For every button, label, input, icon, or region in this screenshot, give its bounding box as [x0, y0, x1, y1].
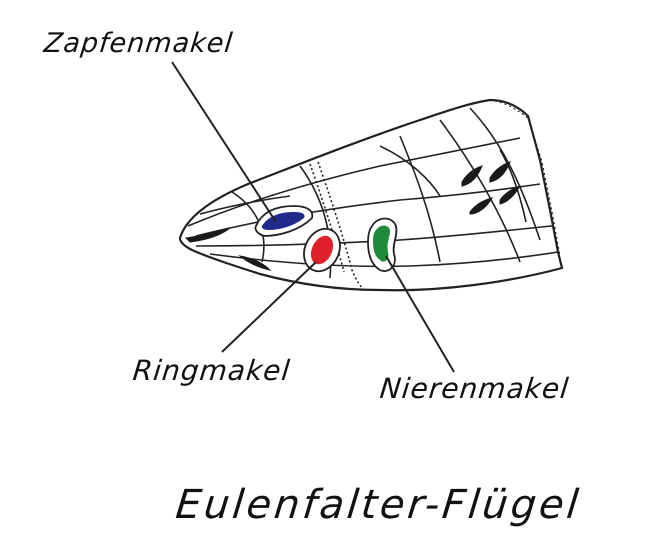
diagram-title: Eulenfalter-Flügel [174, 482, 584, 528]
wing-fringe [490, 100, 560, 256]
nierenmakel-leader [386, 256, 454, 372]
label-zapfenmakel: Zapfenmakel [42, 28, 234, 59]
label-nierenmakel: Nierenmakel [378, 372, 571, 405]
zapfenmakel-leader [172, 62, 276, 222]
label-ringmakel: Ringmakel [131, 354, 292, 387]
wing-dark-marks [186, 162, 520, 270]
